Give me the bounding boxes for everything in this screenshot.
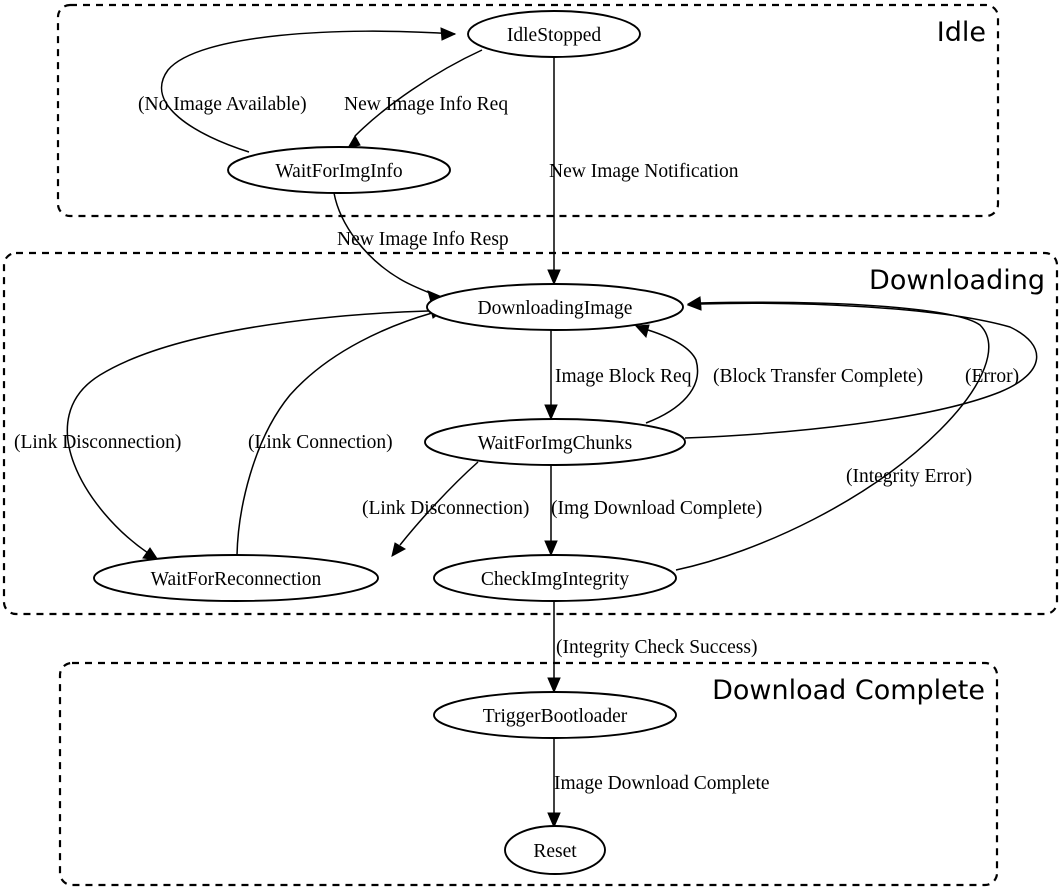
nodes-layer: IdleStoppedWaitForImgInfoDownloadingImag… <box>93 10 686 875</box>
edge-label: New Image Notification <box>549 161 739 182</box>
edge-line <box>333 192 431 294</box>
edge-line <box>354 49 483 137</box>
edge-WaitForImgChunks-to-CheckImgIntegrity: (Img Download Complete) <box>544 465 762 557</box>
arrow-head-icon <box>547 677 561 694</box>
state-ellipse[interactable] <box>424 418 686 466</box>
state-node-TriggerBootloader[interactable]: TriggerBootloader <box>433 691 677 739</box>
edge-WaitForImgInfo-to-DownloadingImage: New Image Info Resp <box>333 192 509 303</box>
cluster-border <box>2 251 1059 616</box>
edge-DownloadingImage-to-WaitForImgChunks: Image Block Req <box>544 330 692 421</box>
edge-label: (Integrity Error) <box>846 466 972 487</box>
state-label: WaitForImgChunks <box>478 433 632 454</box>
edge-label: (Link Connection) <box>248 432 393 453</box>
edge-line <box>236 312 433 556</box>
edge-WaitForImgInfo-to-IdleStopped: (No Image Available) <box>138 27 457 153</box>
state-label: WaitForReconnection <box>151 569 322 590</box>
edge-WaitForImgChunks-to-WaitForReconnection: (Link Disconnection) <box>362 461 529 557</box>
state-node-WaitForImgChunks[interactable]: WaitForImgChunks <box>424 418 686 466</box>
cluster-label: Downloading <box>869 265 1045 296</box>
cluster-idle: Idle <box>56 3 1000 218</box>
edge-line <box>684 302 1038 439</box>
state-node-Reset[interactable]: Reset <box>504 825 606 875</box>
state-node-DownloadingImage[interactable]: DownloadingImage <box>426 283 684 331</box>
state-node-WaitForImgInfo[interactable]: WaitForImgInfo <box>227 146 451 194</box>
arrow-head-icon <box>634 324 650 339</box>
state-node-CheckImgIntegrity[interactable]: CheckImgIntegrity <box>433 554 677 602</box>
state-label: DownloadingImage <box>478 298 633 319</box>
state-ellipse[interactable] <box>467 10 641 58</box>
edge-label: (Block Transfer Complete) <box>713 366 923 387</box>
edge-TriggerBootloader-to-Reset: Image Download Complete <box>547 738 770 829</box>
edge-label: (Link Disconnection) <box>362 498 529 519</box>
edge-label: (Error) <box>965 366 1019 387</box>
state-label: TriggerBootloader <box>483 706 628 727</box>
edge-line <box>675 301 990 571</box>
edge-label: (Integrity Check Success) <box>556 637 757 658</box>
arrow-head-icon <box>686 296 702 310</box>
cluster-download_complete: Download Complete <box>58 661 999 887</box>
state-label: CheckImgIntegrity <box>481 569 630 590</box>
cluster-border <box>58 661 999 887</box>
state-label: Reset <box>533 841 577 862</box>
edge-WaitForImgChunks-to-DownloadingImage: (Block Transfer Complete) <box>634 324 923 424</box>
edge-label: (No Image Available) <box>138 94 307 115</box>
edge-label: New Image Info Resp <box>337 229 509 250</box>
state-node-IdleStopped[interactable]: IdleStopped <box>467 10 641 58</box>
state-ellipse[interactable] <box>426 283 684 331</box>
arrow-head-icon <box>544 540 558 557</box>
edge-label: (Link Disconnection) <box>14 432 181 453</box>
cluster-label: Idle <box>937 17 986 48</box>
cluster-downloading: Downloading <box>2 251 1059 616</box>
edge-line <box>399 461 479 546</box>
state-label: WaitForImgInfo <box>275 161 402 182</box>
arrow-head-icon <box>440 27 457 41</box>
state-ellipse[interactable] <box>433 554 677 602</box>
state-node-WaitForReconnection[interactable]: WaitForReconnection <box>93 554 379 602</box>
state-ellipse[interactable] <box>504 825 606 875</box>
edge-label: (Img Download Complete) <box>551 498 762 519</box>
cluster-label: Download Complete <box>712 675 985 706</box>
cluster-border <box>56 3 1000 218</box>
edge-line <box>160 30 456 153</box>
arrow-head-icon <box>547 269 561 286</box>
edge-IdleStopped-to-WaitForImgInfo: New Image Info Req <box>344 49 508 149</box>
edge-DownloadingImage-to-WaitForReconnection: (Link Disconnection) <box>14 310 429 561</box>
edge-label: New Image Info Req <box>344 94 508 115</box>
edges-layer: (No Image Available) New Image Info ReqNe… <box>14 27 1038 829</box>
edge-CheckImgIntegrity-to-DownloadingImage: (Integrity Error) <box>675 296 990 571</box>
edge-label: Image Download Complete <box>554 773 770 794</box>
state-label: IdleStopped <box>507 25 601 46</box>
arrow-head-icon <box>391 542 407 557</box>
state-ellipse[interactable] <box>433 691 677 739</box>
arrow-head-icon <box>547 812 561 829</box>
edge-label: Image Block Req <box>555 366 692 387</box>
edge-line <box>645 329 699 424</box>
state-ellipse[interactable] <box>227 146 451 194</box>
state-ellipse[interactable] <box>93 554 379 602</box>
edge-IdleStopped-to-DownloadingImage: New Image Notification <box>547 57 739 286</box>
edge-line <box>66 310 429 554</box>
arrow-head-icon <box>544 404 558 421</box>
edge-CheckImgIntegrity-to-TriggerBootloader: (Integrity Check Success) <box>547 601 757 694</box>
